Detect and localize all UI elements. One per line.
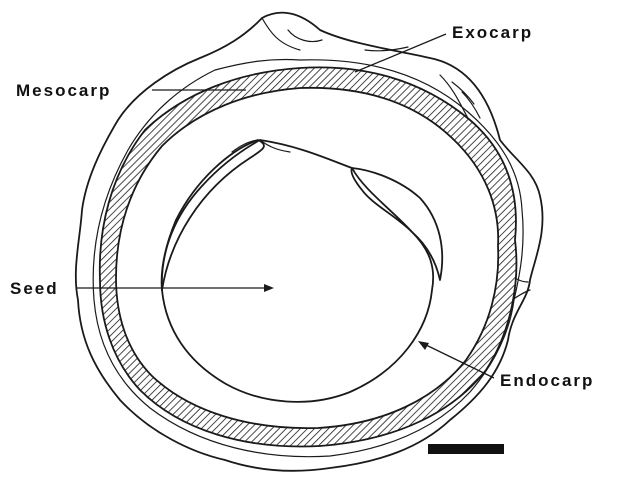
endocarp-outer-edge xyxy=(116,88,498,428)
mesocarp-label: Mesocarp xyxy=(16,81,111,100)
seed-label: Seed xyxy=(10,279,59,298)
inner-hatched-wedge-left xyxy=(162,140,264,290)
exocarp-label: Exocarp xyxy=(452,23,533,42)
exocarp-leader-line xyxy=(355,34,446,72)
endocarp-leader-arrowhead xyxy=(418,341,429,350)
scale-bar xyxy=(428,444,504,454)
seed-leader-arrowhead xyxy=(264,284,274,292)
endocarp-label: Endocarp xyxy=(500,371,594,390)
